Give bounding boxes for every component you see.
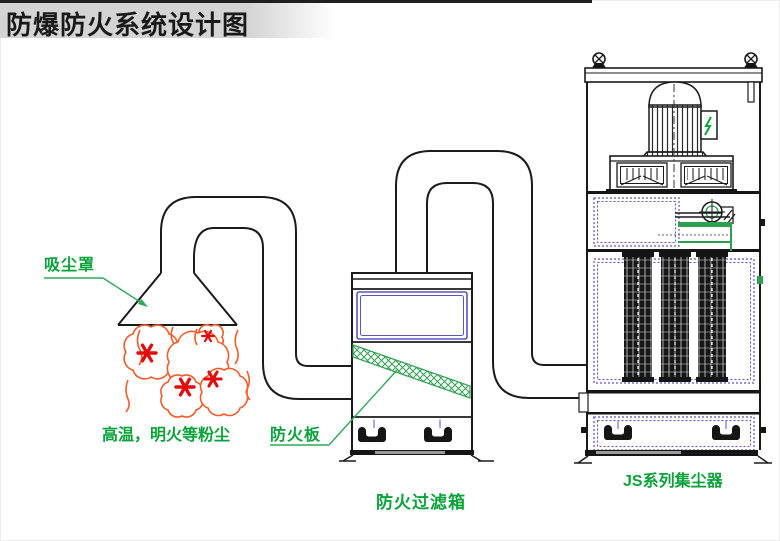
fan-section	[606, 155, 737, 193]
compressed-air-tank	[658, 222, 733, 251]
pulse-valve	[675, 199, 736, 225]
spark-icon	[174, 377, 196, 397]
dust-source-label: 高温，明火等粉尘	[102, 427, 231, 444]
clean-air-plenum	[593, 197, 680, 247]
fire-filter-box	[339, 272, 494, 462]
filter-cartridge	[696, 252, 728, 382]
u-channel-brackets	[604, 425, 740, 440]
duct-hood-to-filter-box	[160, 196, 352, 400]
page-title: 防爆防火系统设计图	[6, 10, 250, 40]
hood-leader-line	[102, 277, 146, 306]
fire-board-leader-line	[328, 368, 399, 446]
hood-label: 吸尘罩	[44, 257, 96, 274]
fire-filter-box-label: 防火过滤箱	[376, 493, 466, 512]
motor	[640, 81, 718, 159]
filter-cartridge	[659, 252, 691, 382]
filter-cartridge	[622, 252, 654, 382]
title-top-bar	[0, 0, 592, 3]
title-background	[0, 0, 340, 38]
dust-drawer	[581, 416, 766, 451]
dust-collector	[574, 52, 772, 464]
spark-icons	[136, 329, 223, 397]
u-channel-brackets	[358, 427, 452, 442]
filter-chamber	[593, 252, 763, 384]
spark-icon	[201, 329, 215, 343]
duct-filter-to-collector	[395, 150, 587, 399]
spark-icon	[203, 370, 223, 388]
top-plate	[584, 67, 763, 83]
dust-collector-label: JS系列集尘器	[623, 473, 723, 490]
leader-lines	[44, 277, 399, 446]
spark-icon	[136, 343, 158, 363]
lifting-eyebolt-icon	[592, 52, 606, 68]
lifting-eyebolt-icon	[744, 52, 758, 103]
collector-feet	[574, 455, 772, 464]
filter-box-feet	[339, 454, 494, 462]
inspection-window	[356, 291, 468, 340]
fire-board-label: 防火板	[270, 427, 322, 444]
dust-cloud	[123, 324, 251, 418]
fire-board	[352, 344, 471, 399]
hood-leader-arrowhead	[138, 299, 148, 307]
power-bolt-icon	[704, 116, 712, 136]
